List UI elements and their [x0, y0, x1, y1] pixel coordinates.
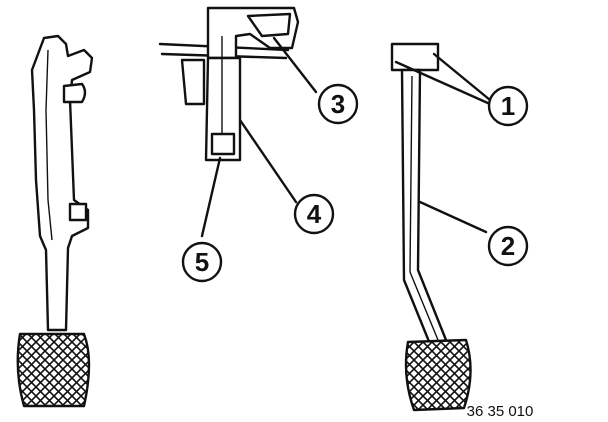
leader-1a — [432, 52, 492, 102]
callout-3-label: 3 — [331, 89, 345, 119]
right-pedal-arm — [400, 68, 448, 346]
left-pedal-arm — [30, 34, 94, 332]
middle-pedal-assembly — [158, 6, 300, 162]
side-bracket — [180, 58, 206, 106]
right-pedal-pad — [404, 338, 472, 412]
reference-code: 36 35 010 — [467, 403, 534, 420]
lower-mount — [210, 132, 236, 156]
callout-2-label: 2 — [501, 231, 515, 261]
callout-3: 3 — [317, 83, 359, 125]
left-pedal-pad — [16, 332, 91, 408]
leader-lines — [200, 36, 492, 238]
left-pedal-boss — [62, 82, 87, 104]
left-pedal-assembly — [16, 34, 94, 408]
leader-1b — [394, 60, 492, 106]
leader-3 — [272, 36, 318, 94]
upper-plate — [246, 12, 292, 38]
leader-5 — [200, 156, 222, 238]
leader-4 — [238, 118, 298, 204]
callout-5-label: 5 — [195, 247, 209, 277]
right-pedal-assembly — [390, 42, 472, 412]
callout-5: 5 — [181, 241, 223, 283]
right-pedal-arm-edge — [409, 75, 439, 341]
leader-2 — [418, 200, 488, 234]
left-pedal-bracket — [68, 202, 88, 222]
callout-1-label: 1 — [501, 91, 515, 121]
callout-4: 4 — [293, 193, 335, 235]
callout-1: 1 — [487, 85, 529, 127]
callout-4-label: 4 — [307, 199, 322, 229]
callout-2: 2 — [487, 225, 529, 267]
right-pedal-bushing — [390, 42, 440, 72]
left-pedal-arm-edge — [45, 49, 53, 241]
